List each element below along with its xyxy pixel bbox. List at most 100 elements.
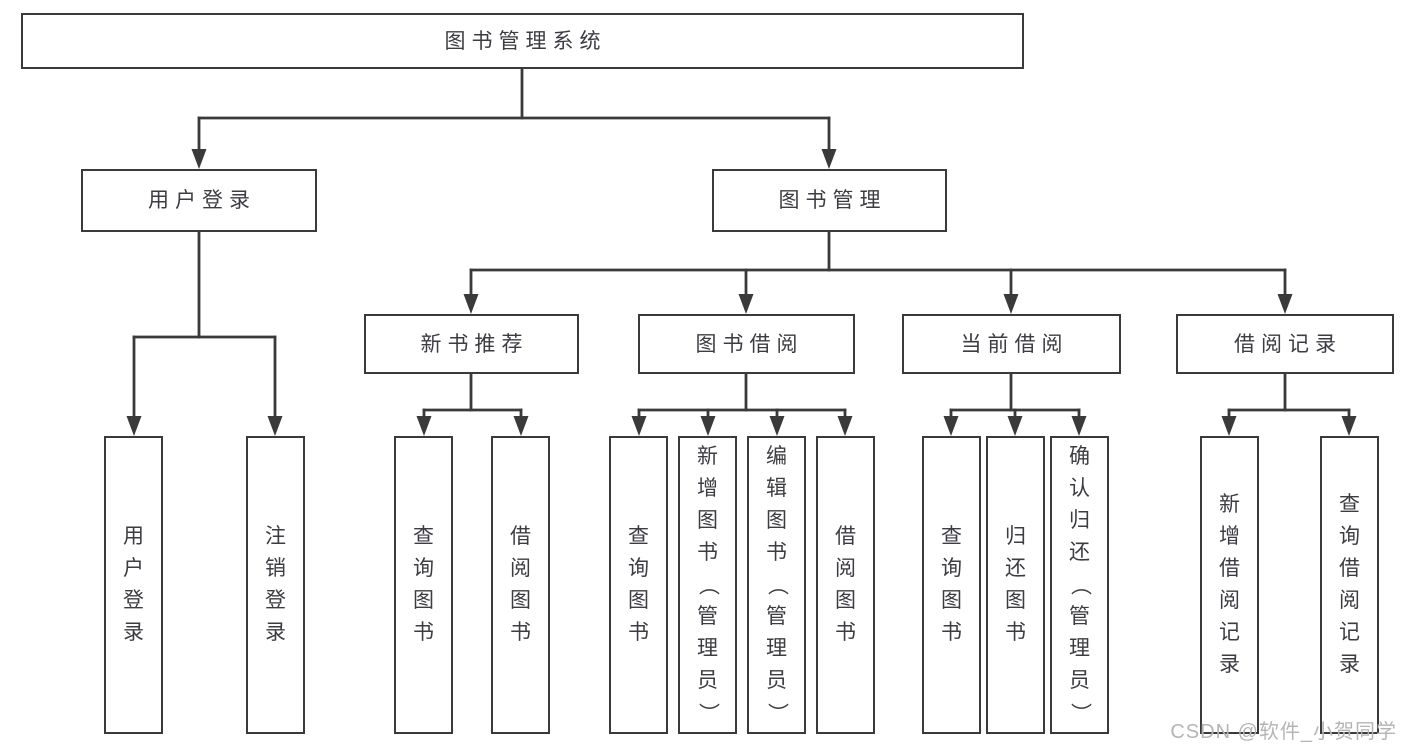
node-label: 图书管理系统 [444, 29, 607, 53]
edge-arrowhead [769, 416, 785, 436]
node-char: 登 [265, 589, 286, 612]
node-book-management: 图书管理 [712, 169, 947, 232]
edge-arrowhead [267, 416, 283, 436]
node-char: 销 [265, 557, 286, 580]
node-char: 新 [697, 445, 718, 468]
node-char: 阅 [835, 557, 856, 580]
node-char: 新 [1219, 493, 1240, 516]
node-book-borrowing: 图书借阅 [638, 314, 855, 374]
node-char: 归 [1069, 509, 1090, 532]
node-char: 录 [123, 621, 144, 644]
node-char: 登 [123, 589, 144, 612]
edge-arrowhead [837, 416, 853, 436]
node-char: ） [696, 702, 720, 724]
node-char: 员 [766, 669, 787, 692]
node-current-borrowing: 当前借阅 [902, 314, 1121, 374]
node-label: 图书管理 [778, 189, 887, 212]
node-char: 询 [413, 557, 434, 580]
node-char: 注 [265, 525, 286, 548]
node-char: 增 [1219, 525, 1240, 548]
node-char: 理 [766, 637, 787, 660]
node-char: 图 [413, 589, 434, 612]
node-char: 图 [941, 589, 962, 612]
edge-arrowhead [821, 149, 837, 169]
edge-arrowhead [513, 416, 529, 436]
node-label: 新书推荐 [420, 332, 529, 356]
node-char: 借 [1339, 557, 1360, 580]
node-char: （ [1068, 574, 1092, 596]
node-char: 阅 [1219, 589, 1240, 612]
leaf-query-borrow-record: 查询借阅记录 [1320, 436, 1379, 734]
edge-arrowhead [738, 294, 754, 314]
node-char: 管 [1069, 605, 1090, 628]
leaf-borrow-books-borrowing: 借阅图书 [816, 436, 875, 734]
node-char: 询 [628, 557, 649, 580]
node-char: 书 [628, 621, 649, 644]
node-char: ） [1068, 702, 1092, 724]
node-char: 图 [766, 509, 787, 532]
edge-arrowhead [1071, 416, 1087, 436]
node-char: 理 [1069, 637, 1090, 660]
node-char: 阅 [1339, 589, 1360, 612]
node-user-login: 用户登录 [81, 169, 317, 232]
node-char: 图 [628, 589, 649, 612]
node-char: 借 [1219, 557, 1240, 580]
node-char: 用 [123, 525, 144, 548]
node-char: 还 [1005, 557, 1026, 580]
node-char: 询 [1339, 525, 1360, 548]
edge-arrowhead [1221, 416, 1237, 436]
leaf-user-login: 用户登录 [104, 436, 163, 734]
leaf-confirm-return-admin: 确认归还（管理员） [1050, 436, 1109, 734]
node-char: 阅 [510, 557, 531, 580]
node-char: 还 [1069, 541, 1090, 564]
node-label: 当前借阅 [960, 332, 1069, 356]
node-char: 员 [697, 669, 718, 692]
leaf-logout: 注销登录 [246, 436, 305, 734]
node-char: 图 [510, 589, 531, 612]
node-char: （ [765, 574, 789, 596]
leaf-add-book-admin: 新增图书（管理员） [678, 436, 737, 734]
node-char: 管 [766, 605, 787, 628]
node-char: （ [696, 574, 720, 596]
leaf-return-book: 归还图书 [986, 436, 1045, 734]
node-char: 户 [123, 557, 144, 580]
node-char: 图 [835, 589, 856, 612]
node-char: 归 [1005, 525, 1026, 548]
node-char: 增 [697, 477, 718, 500]
node-char: 书 [766, 541, 787, 564]
node-char: 书 [1005, 621, 1026, 644]
node-char: 记 [1339, 621, 1360, 644]
node-char: 查 [1339, 493, 1360, 516]
leaf-query-books-recommend: 查询图书 [394, 436, 453, 734]
edge-arrowhead [1277, 294, 1293, 314]
edge-arrowhead [1007, 416, 1023, 436]
leaf-add-borrow-record: 新增借阅记录 [1200, 436, 1259, 734]
node-char: 书 [941, 621, 962, 644]
edge-arrowhead [191, 149, 207, 169]
node-char: 录 [1339, 653, 1360, 676]
node-char: 录 [1219, 653, 1240, 676]
node-char: 查 [413, 525, 434, 548]
node-char: 员 [1069, 669, 1090, 692]
node-char: ） [765, 702, 789, 724]
node-char: 书 [510, 621, 531, 644]
edge-arrowhead [126, 416, 142, 436]
edge-arrowhead [1341, 416, 1357, 436]
node-root: 图书管理系统 [21, 13, 1024, 69]
node-char: 借 [835, 525, 856, 548]
edge-arrowhead [1003, 294, 1019, 314]
node-char: 编 [766, 445, 787, 468]
edge-arrowhead [943, 416, 959, 436]
node-char: 书 [835, 621, 856, 644]
edge-arrowhead [631, 416, 647, 436]
edge-arrowhead [463, 294, 479, 314]
leaf-query-books-current: 查询图书 [922, 436, 981, 734]
node-char: 书 [697, 541, 718, 564]
node-label: 借阅记录 [1234, 332, 1342, 356]
edge-arrowhead [700, 416, 716, 436]
node-char: 图 [1005, 589, 1026, 612]
node-char: 询 [941, 557, 962, 580]
leaf-query-books-borrowing: 查询图书 [609, 436, 668, 734]
node-char: 借 [510, 525, 531, 548]
